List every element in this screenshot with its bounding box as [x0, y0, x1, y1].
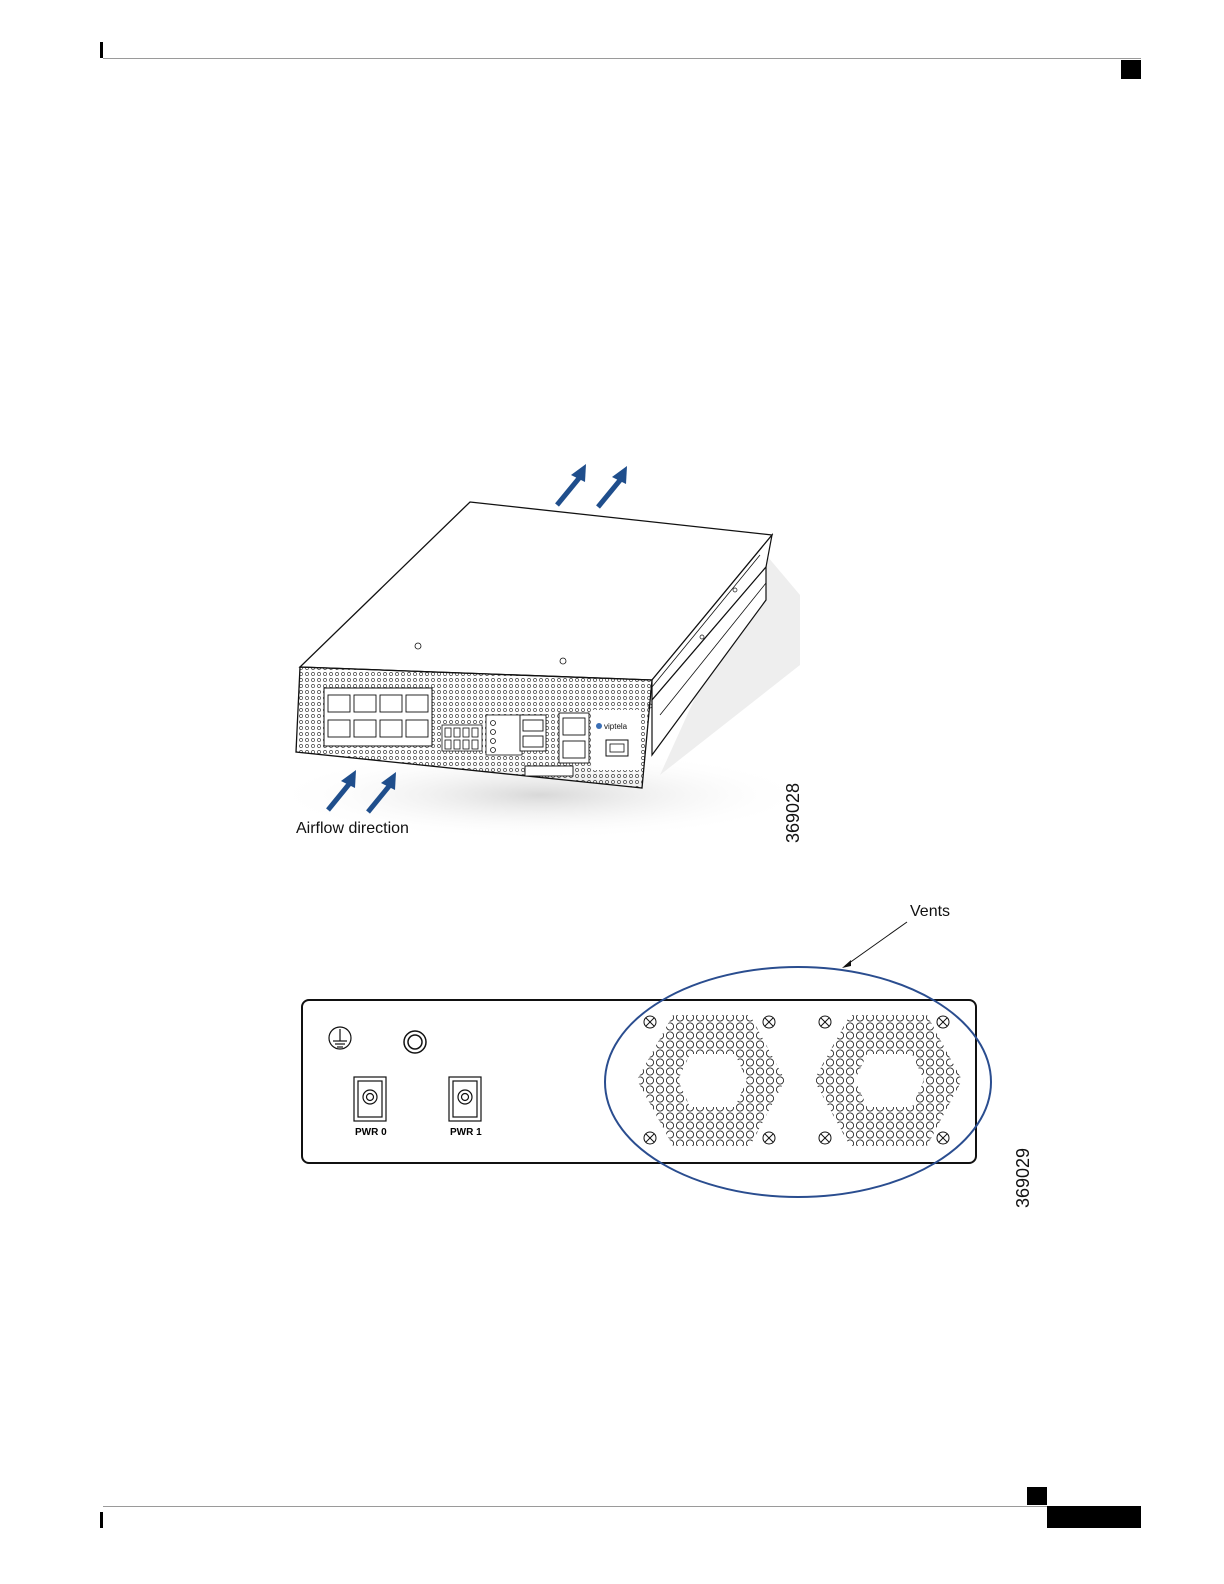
header-rule: [103, 58, 1141, 59]
rear-panel-figure: PWR 0 PWR 1: [295, 950, 1015, 1210]
led-port-cluster: [442, 725, 482, 751]
sfp-port-block: [324, 688, 432, 746]
pwr1-label: PWR 1: [450, 1127, 482, 1138]
usb-ports: [520, 715, 546, 751]
footer-page-marker: [1027, 1487, 1047, 1505]
device-isometric-figure: viptela: [280, 455, 840, 845]
footer-rule: [103, 1506, 1141, 1507]
bottom-slot: [525, 766, 573, 776]
header-right-marker: [1121, 60, 1141, 79]
status-leds: [486, 715, 522, 755]
header-left-tick: [100, 42, 103, 58]
figure-number-369029: 369029: [1013, 1148, 1034, 1208]
pwr0-jack: [354, 1077, 386, 1121]
vents-leader-line: [845, 922, 907, 966]
brand-logo-text: viptela: [604, 722, 628, 731]
airflow-direction-label: Airflow direction: [296, 820, 409, 838]
pwr0-label: PWR 0: [355, 1127, 387, 1138]
footer-tab: [1047, 1506, 1141, 1528]
vents-label: Vents: [910, 903, 950, 921]
airflow-out-arrows: [557, 464, 627, 507]
pwr1-jack: [449, 1077, 481, 1121]
rj45-ports: [559, 713, 589, 763]
figure-number-369028: 369028: [783, 783, 804, 843]
footer-left-tick: [100, 1512, 103, 1528]
